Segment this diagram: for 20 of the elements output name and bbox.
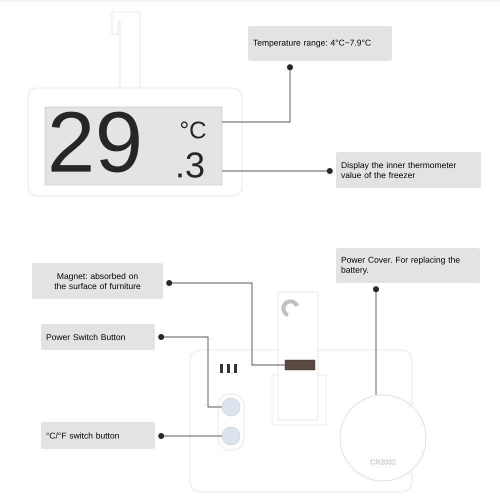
leader-line <box>222 168 333 174</box>
leader-line <box>222 64 293 122</box>
power-button <box>222 398 240 416</box>
leader-line <box>158 433 222 439</box>
leader-line <box>166 280 286 366</box>
unit-button <box>222 426 240 446</box>
lcd-unit: °C <box>180 122 206 138</box>
callout-box: °C/°F switch button <box>41 422 155 449</box>
magnet <box>284 360 316 370</box>
callout-box: Temperature range: 4°C~7.9°C <box>248 26 392 61</box>
callout-box: Display the inner thermometer value of the freezer <box>336 152 481 188</box>
battery-cover <box>340 394 426 482</box>
callout-box: Power Cover. For replacing the battery. <box>336 248 480 283</box>
lcd-digits: 29 <box>52 112 139 172</box>
leader-line <box>373 286 380 396</box>
callout-box: Magnet: absorbed on the surface of furniture <box>32 263 163 299</box>
lcd-digits: .3 <box>178 152 204 178</box>
lcd-screen <box>44 106 222 186</box>
callout-box: Power Switch Button <box>41 324 155 350</box>
leader-line <box>158 334 222 408</box>
